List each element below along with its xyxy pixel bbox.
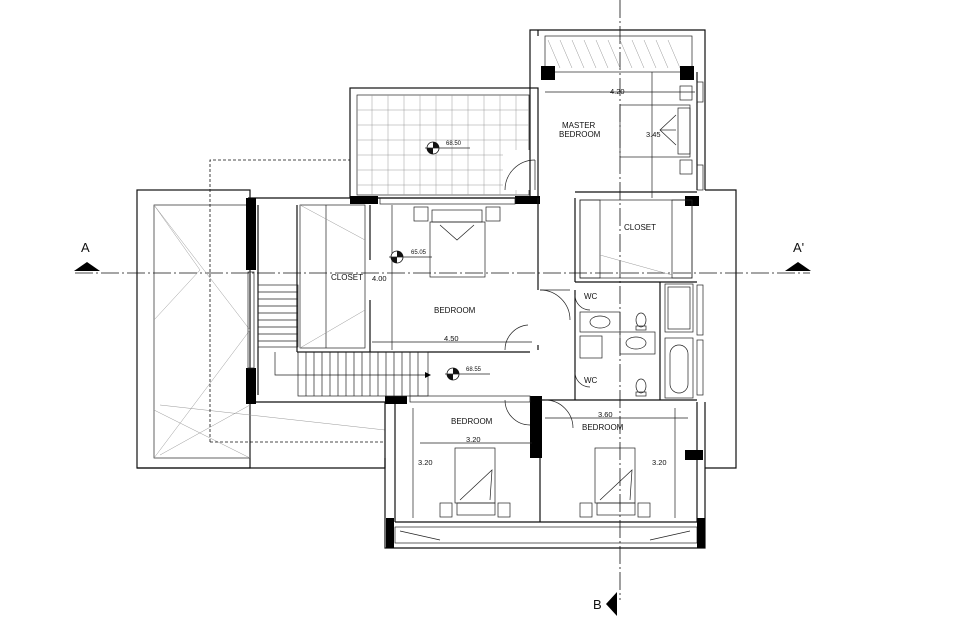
bed-main bbox=[413, 206, 501, 278]
dim-bedroom-bl-depth: 3.20 bbox=[418, 458, 433, 467]
label-wc-upper: WC bbox=[584, 292, 598, 301]
section-label-a-prime: A' bbox=[793, 240, 804, 255]
bed-bottom-right bbox=[579, 447, 651, 518]
doors bbox=[504, 289, 591, 429]
bed-bottom-left bbox=[439, 447, 511, 518]
dim-master-depth: 3.45 bbox=[646, 130, 661, 139]
terrace bbox=[349, 87, 539, 199]
dim-bedroom-br-depth: 3.20 bbox=[652, 458, 667, 467]
dim-bedroom-width: 4.50 bbox=[444, 334, 459, 343]
lower-roof-outline bbox=[136, 189, 386, 469]
dim-bedroom-depth: 4.00 bbox=[372, 274, 387, 283]
level-marker-bedroom: 65.05 bbox=[389, 250, 432, 264]
label-bedroom-bottom-right: BEDROOM bbox=[582, 423, 624, 432]
section-marker-a-left: A bbox=[74, 240, 100, 271]
label-closet-right: CLOSET bbox=[624, 223, 656, 232]
dashed-outline bbox=[209, 159, 350, 442]
label-bedroom-main: BEDROOM bbox=[434, 306, 476, 315]
staircase bbox=[257, 284, 431, 397]
level-terrace: 68.50 bbox=[446, 141, 462, 147]
level-marker-hall: 68.55 bbox=[445, 367, 490, 381]
bathroom-fixtures bbox=[579, 283, 694, 399]
bed-master bbox=[619, 85, 693, 175]
section-label-b: B bbox=[593, 597, 602, 612]
label-closet-left: CLOSET bbox=[331, 273, 363, 282]
dim-bedroom-br-width: 3.60 bbox=[598, 410, 613, 419]
closet-right: CLOSET bbox=[579, 199, 693, 279]
dim-master-width: 4.20 bbox=[610, 87, 625, 96]
columns bbox=[246, 66, 705, 548]
section-label-a: A bbox=[81, 240, 90, 255]
dim-bedroom-bl-width: 3.20 bbox=[466, 435, 481, 444]
label-master-bedroom-line1: MASTER bbox=[562, 121, 596, 130]
closet-left: CLOSET bbox=[299, 204, 366, 349]
level-marker-terrace: 68.50 bbox=[425, 141, 470, 155]
dimension-lines bbox=[372, 72, 695, 518]
section-marker-b: B bbox=[593, 592, 617, 616]
level-bedroom: 65.05 bbox=[411, 250, 427, 256]
section-marker-a-right: A' bbox=[785, 240, 811, 271]
label-wc-lower: WC bbox=[584, 376, 598, 385]
level-hall: 68.55 bbox=[466, 367, 482, 373]
interior-walls bbox=[296, 191, 697, 522]
windows bbox=[247, 81, 704, 403]
label-bedroom-bottom-left: BEDROOM bbox=[451, 417, 493, 426]
label-master-bedroom-line2: BEDROOM bbox=[559, 130, 601, 139]
